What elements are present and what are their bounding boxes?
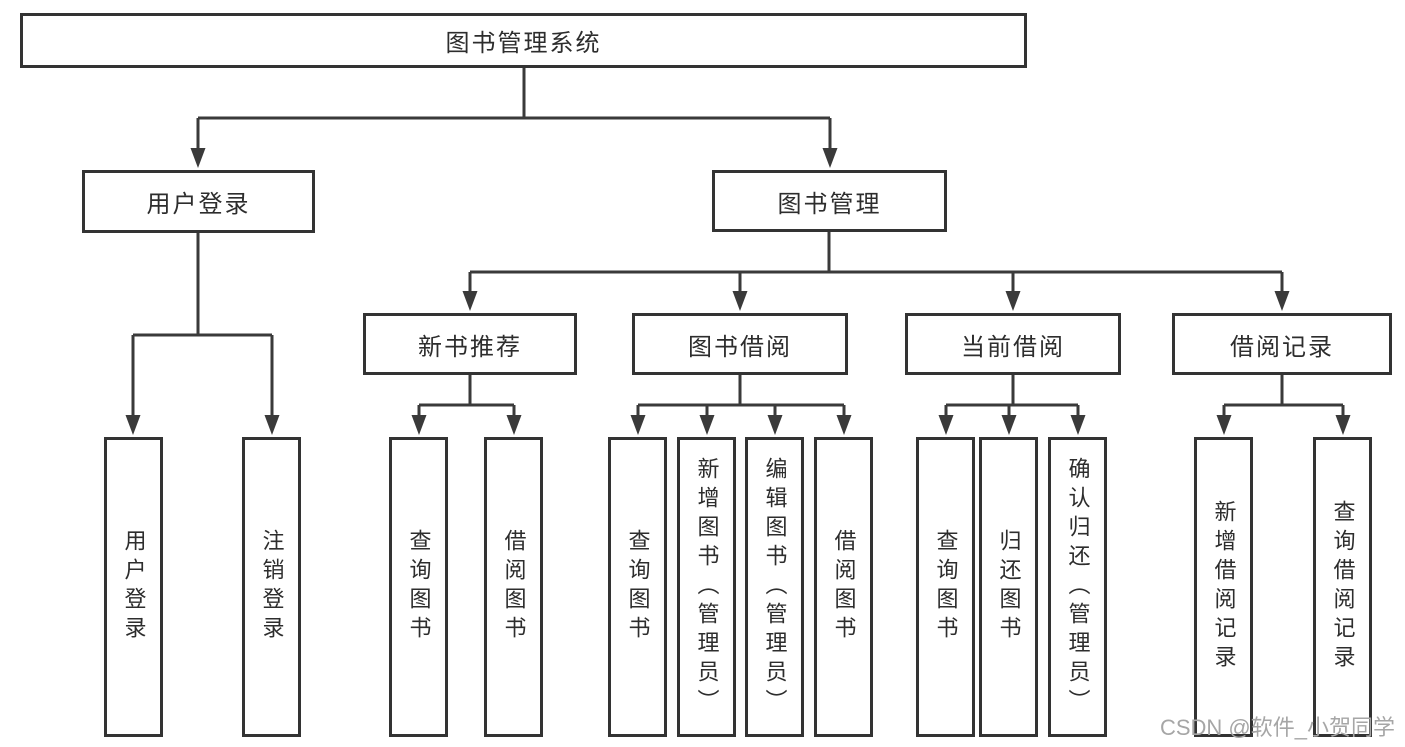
arrow-head [1335, 415, 1351, 435]
node-label: 新增图书（管理员） [694, 456, 720, 718]
node-label: 新增借阅记录 [1211, 500, 1237, 674]
node-new-book-recommend: 新书推荐 [363, 313, 577, 375]
node-label: 借阅记录 [1230, 333, 1334, 361]
arrow-head [462, 291, 478, 311]
connector-root-to-level1 [190, 68, 838, 168]
arrow-head [938, 415, 954, 435]
arrow-head [732, 291, 748, 311]
leaf-borrow-book: 借阅图书 [814, 437, 873, 737]
connector-lines [944, 375, 1080, 421]
arrow-head [125, 415, 141, 435]
leaf-recommend-search-books: 查询图书 [389, 437, 448, 737]
node-label: 查询图书 [625, 529, 651, 645]
arrow-head [506, 415, 522, 435]
leaf-confirm-return-admin: 确认归还（管理员） [1048, 437, 1107, 737]
leaf-add-borrow-record: 新增借阅记录 [1194, 437, 1253, 737]
leaf-logout: 注销登录 [242, 437, 301, 737]
connector-lines [1222, 375, 1345, 421]
node-user-login: 用户登录 [82, 170, 315, 233]
connector-new-book-recommend-children [411, 375, 522, 435]
connector-lines [131, 233, 274, 421]
node-label: 确认归还（管理员） [1065, 456, 1091, 718]
connector-current-borrow-children [938, 375, 1086, 435]
node-label: 图书管理系统 [445, 30, 602, 57]
node-label: 归还图书 [996, 529, 1022, 645]
arrow-head [190, 148, 206, 168]
connector-lines [417, 375, 516, 421]
leaf-add-book-admin: 新增图书（管理员） [677, 437, 736, 737]
leaf-borrow-search-books: 查询图书 [608, 437, 667, 737]
node-label: 查询图书 [933, 529, 959, 645]
arrow-head [264, 415, 280, 435]
arrow-head [1005, 291, 1021, 311]
arrow-head [630, 415, 646, 435]
arrow-head [1070, 415, 1086, 435]
node-library-system: 图书管理系统 [20, 13, 1027, 68]
node-label: 用户登录 [146, 191, 251, 218]
arrow-head [411, 415, 427, 435]
node-label: 借阅图书 [831, 529, 857, 645]
node-borrow-records: 借阅记录 [1172, 313, 1392, 375]
leaf-current-search-books: 查询图书 [916, 437, 975, 737]
arrow-head [699, 415, 715, 435]
node-label: 用户登录 [121, 529, 147, 645]
connector-borrow-records-children [1216, 375, 1351, 435]
node-label: 当前借阅 [961, 333, 1065, 361]
node-label: 新书推荐 [418, 333, 522, 361]
node-label: 图书借阅 [688, 333, 792, 361]
leaf-return-book: 归还图书 [979, 437, 1038, 737]
node-book-borrow: 图书借阅 [632, 313, 848, 375]
arrow-head [1274, 291, 1290, 311]
leaf-recommend-borrow-books: 借阅图书 [484, 437, 543, 737]
arrow-head [1216, 415, 1232, 435]
node-book-management: 图书管理 [712, 170, 947, 232]
leaf-user-login: 用户登录 [104, 437, 163, 737]
node-label: 编辑图书（管理员） [762, 456, 788, 718]
node-current-borrow: 当前借阅 [905, 313, 1121, 375]
leaf-search-borrow-record: 查询借阅记录 [1313, 437, 1372, 737]
arrow-head [767, 415, 783, 435]
node-label: 借阅图书 [501, 529, 527, 645]
arrow-head [836, 415, 852, 435]
csdn-watermark: CSDN @软件_小贺同学 [1159, 715, 1395, 740]
connector-lines [196, 68, 832, 154]
node-label: 查询图书 [406, 529, 432, 645]
connector-book-management-children [462, 232, 1290, 311]
leaf-edit-book-admin: 编辑图书（管理员） [745, 437, 804, 737]
connector-user-login-children [125, 233, 280, 435]
node-label: 查询借阅记录 [1330, 500, 1356, 674]
node-label: 注销登录 [259, 529, 285, 645]
connector-lines [636, 375, 846, 421]
arrow-head [822, 148, 838, 168]
connector-lines [468, 232, 1284, 297]
arrow-head [1001, 415, 1017, 435]
node-label: 图书管理 [777, 190, 882, 218]
connector-book-borrow-children [630, 375, 852, 435]
